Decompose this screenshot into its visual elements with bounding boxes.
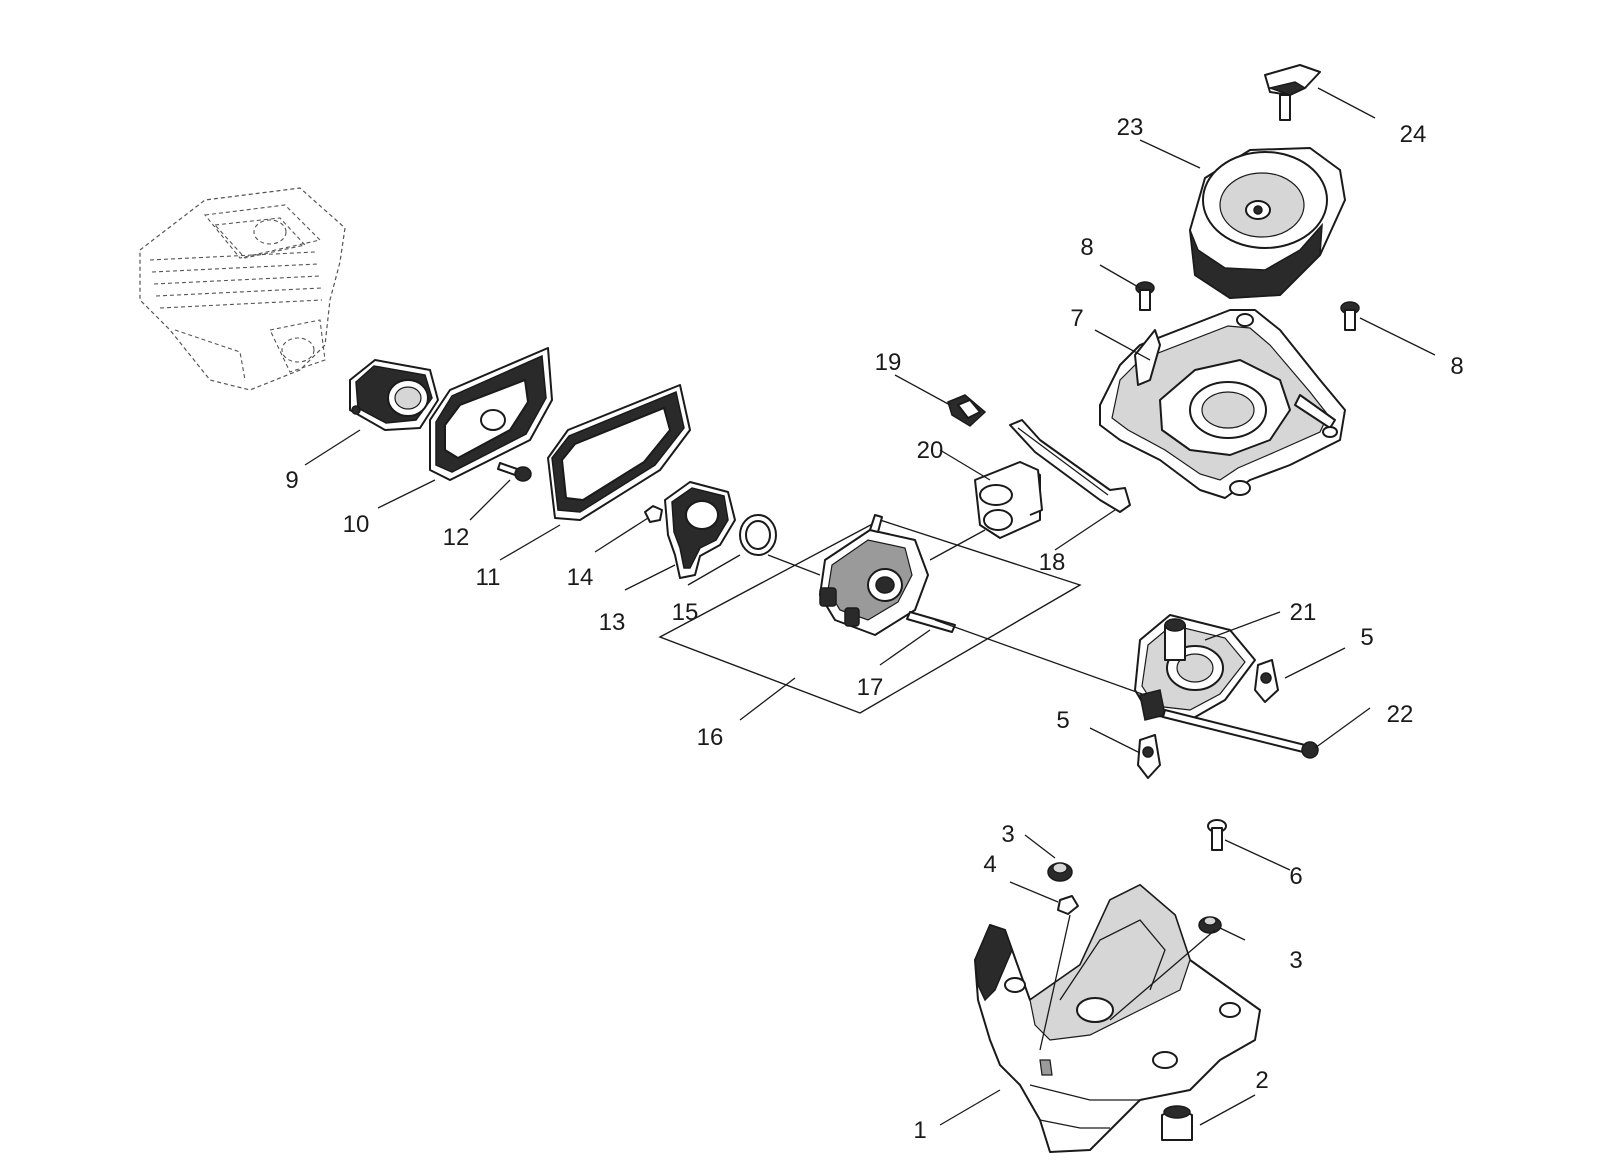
callout-2: 2	[1255, 1067, 1268, 1094]
callout-6: 6	[1289, 863, 1302, 890]
callout-15: 15	[672, 599, 699, 626]
callout-3-right: 3	[1289, 947, 1302, 974]
carburetor-kit-outline	[658, 519, 1082, 714]
ring-part	[739, 514, 777, 556]
grommet-3-right	[1198, 916, 1222, 934]
nut-part	[644, 505, 663, 523]
screw-8-left	[1135, 281, 1155, 311]
callout-20: 20	[917, 437, 944, 464]
callout-1: 1	[913, 1117, 926, 1144]
nut-4-part	[1057, 895, 1079, 915]
clip-5-right	[1254, 659, 1279, 703]
intake-elbow-part	[1134, 614, 1256, 721]
callout-10: 10	[343, 511, 370, 538]
callout-9: 9	[285, 467, 298, 494]
callout-24: 24	[1400, 121, 1427, 148]
callout-5-right: 5	[1360, 624, 1373, 651]
callout-7: 7	[1070, 305, 1083, 332]
gasket-part	[429, 347, 553, 481]
carb-flange-part	[664, 481, 736, 579]
carburetor-part	[819, 514, 929, 636]
leader-lines	[304, 87, 1436, 1126]
callout-16: 16	[697, 724, 724, 751]
screw-6-part	[1207, 819, 1227, 851]
clip-5-left	[1137, 734, 1161, 779]
boot-part	[974, 461, 1043, 539]
housing-part	[974, 884, 1261, 1153]
callout-18: 18	[1039, 549, 1066, 576]
callout-23: 23	[1117, 114, 1144, 141]
grommet-3-top	[1047, 862, 1073, 882]
bolt-part	[1162, 709, 1319, 759]
wing-knob-part	[1264, 64, 1321, 121]
air-filter-part	[1189, 147, 1346, 299]
screw-part	[497, 462, 532, 482]
cylinder-ghost	[139, 187, 346, 391]
screw-8-right	[1340, 301, 1360, 331]
callout-5-left: 5	[1056, 707, 1069, 734]
callout-19: 19	[875, 349, 902, 376]
callout-13: 13	[599, 609, 626, 636]
callout-21: 21	[1290, 599, 1317, 626]
callout-labels: 1 2 3 3 4 5 5 6 7 8 8 9 10 11 12 13 14 1…	[285, 114, 1463, 1144]
filter-frame-part	[547, 384, 691, 521]
intake-flange-part	[349, 359, 439, 431]
callout-14: 14	[567, 564, 594, 591]
plug-part	[1161, 1105, 1193, 1141]
callout-22: 22	[1387, 701, 1414, 728]
callout-8-left: 8	[1080, 234, 1093, 261]
callout-17: 17	[857, 674, 884, 701]
lever-part	[1009, 419, 1131, 513]
pin-part	[906, 611, 956, 633]
callout-11: 11	[476, 564, 501, 591]
filter-housing-part	[1099, 309, 1346, 499]
callout-3-top: 3	[1001, 821, 1014, 848]
cap-part	[947, 394, 987, 427]
callout-12: 12	[443, 524, 470, 551]
callout-4: 4	[983, 851, 996, 878]
callout-8-right: 8	[1450, 353, 1463, 380]
